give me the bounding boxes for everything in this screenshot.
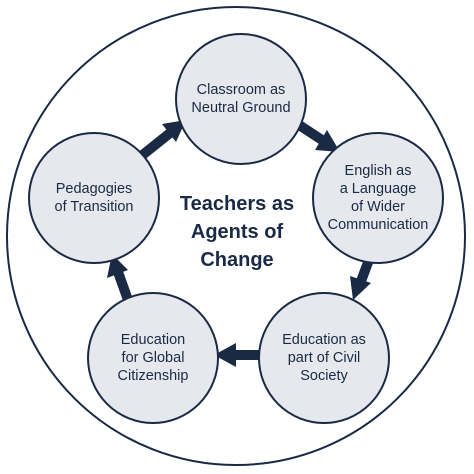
node-label: Education for Global Citizenship bbox=[117, 332, 189, 384]
node-pedagogies-of-transition: Pedagogies of Transition bbox=[28, 132, 160, 264]
arrow-pedagogies-to-classroom bbox=[136, 120, 186, 161]
node-education-global-citizenship: Education for Global Citizenship bbox=[87, 292, 219, 424]
arrow-english-to-civil bbox=[350, 255, 375, 300]
center-title: Teachers as Agents of Change bbox=[179, 193, 295, 271]
node-label: English as a Language of Wider Communica… bbox=[327, 163, 429, 233]
node-education-civil-society: Education as part of Civil Society bbox=[258, 292, 390, 424]
node-label: Classroom as Neutral Ground bbox=[191, 82, 291, 116]
node-label: Pedagogies of Transition bbox=[54, 181, 134, 215]
node-label: Education as part of Civil Society bbox=[282, 332, 366, 384]
arrow-civil-to-global bbox=[214, 343, 263, 367]
node-classroom-as-neutral-ground: Classroom as Neutral Ground bbox=[175, 33, 307, 165]
node-english-as-a-language: English as a Language of Wider Communica… bbox=[312, 132, 444, 264]
